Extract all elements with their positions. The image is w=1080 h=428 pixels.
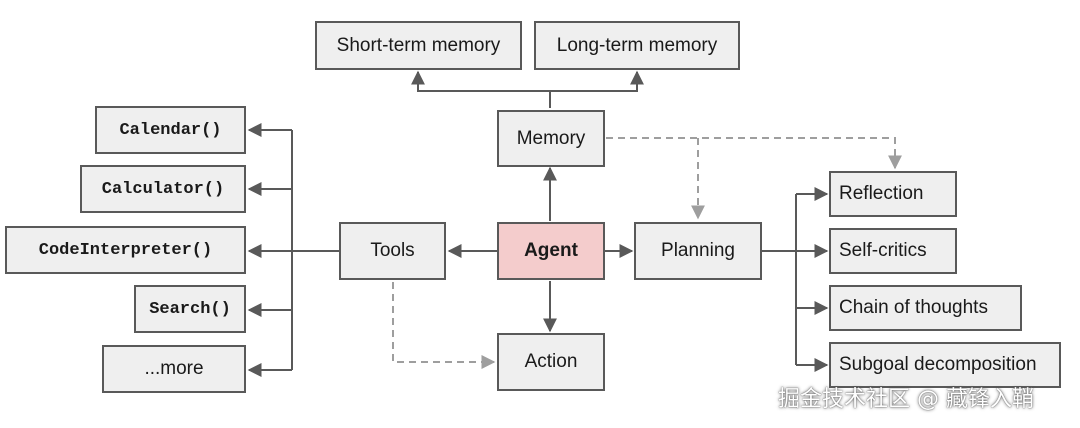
search-tool-node: Search() <box>134 285 246 333</box>
edge-tools-action-dashed <box>392 282 496 369</box>
calendar-tool-node: Calendar() <box>95 106 246 154</box>
agent-node: Agent <box>497 222 605 280</box>
long-term-memory-node: Long-term memory <box>534 21 740 70</box>
tools-node: Tools <box>339 222 446 280</box>
planning-node: Planning <box>634 222 762 280</box>
edge-memory-reflection-dashed <box>606 137 902 170</box>
subgoal-decomposition-node: Subgoal decomposition <box>829 342 1061 388</box>
watermark-text: 掘金技术社区 @ 藏锋入鞘 <box>778 387 1034 412</box>
short-term-memory-node: Short-term memory <box>315 21 522 70</box>
more-tools-node: ...more <box>102 345 246 393</box>
self-critics-node: Self-critics <box>829 228 957 274</box>
edge-memory-up <box>411 70 551 108</box>
code-interpreter-tool-node: CodeInterpreter() <box>5 226 246 274</box>
action-node: Action <box>497 333 605 391</box>
chain-of-thoughts-node: Chain of thoughts <box>829 285 1022 331</box>
edge-memory-long-term <box>550 70 644 92</box>
memory-node: Memory <box>497 110 605 167</box>
reflection-node: Reflection <box>829 171 957 217</box>
calculator-tool-node: Calculator() <box>80 165 246 213</box>
